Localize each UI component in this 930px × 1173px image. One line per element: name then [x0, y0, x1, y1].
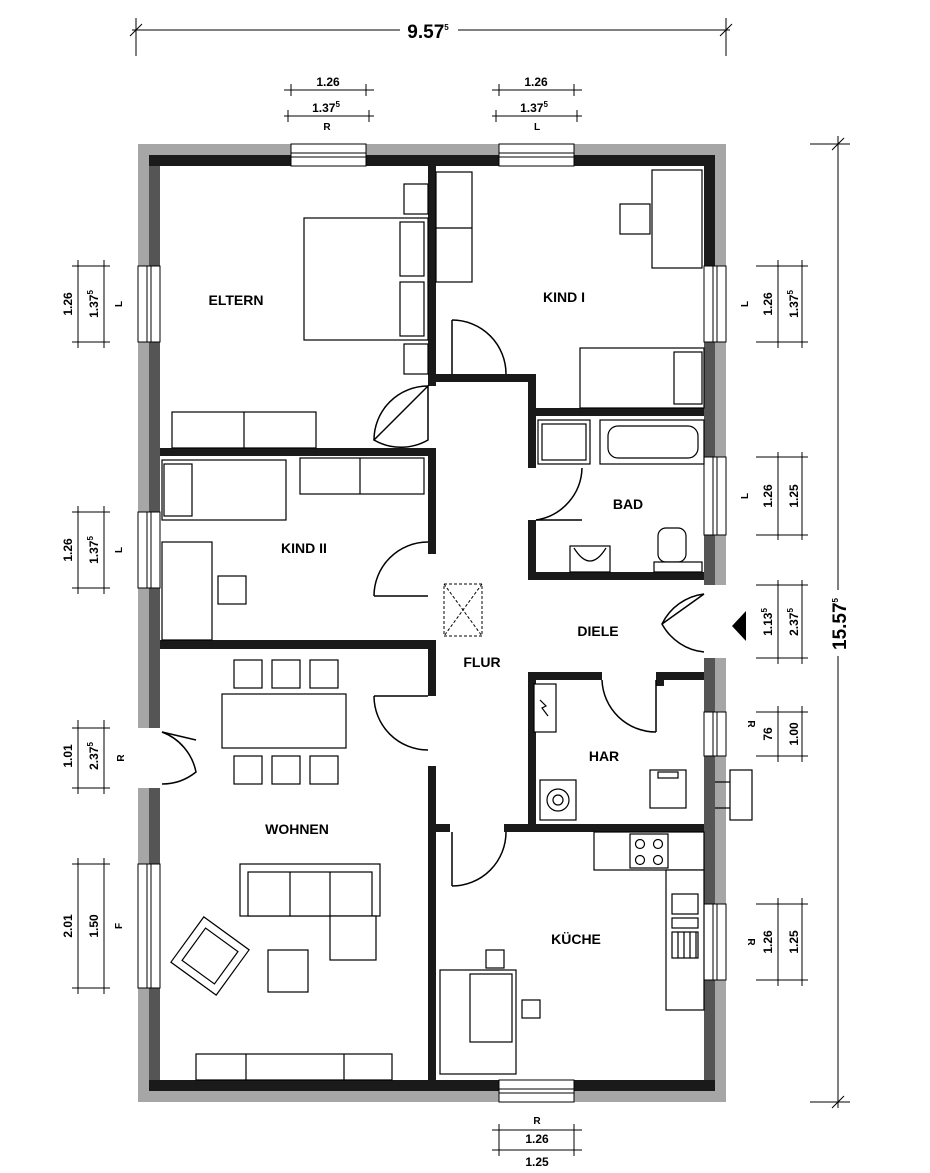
- room-label-kueche: KÜCHE: [551, 931, 601, 947]
- svg-text:R: R: [745, 938, 756, 946]
- svg-text:R: R: [116, 754, 127, 762]
- svg-text:1.50: 1.50: [87, 914, 101, 938]
- svg-text:1.375: 1.375: [86, 536, 101, 564]
- top-left-window-side: R: [323, 122, 331, 133]
- svg-text:L: L: [740, 493, 751, 499]
- top-right-window-side: L: [534, 122, 540, 133]
- svg-text:1.00: 1.00: [787, 722, 801, 746]
- svg-text:1.25: 1.25: [787, 930, 801, 954]
- windows: [137, 143, 727, 1103]
- svg-text:1.26: 1.26: [761, 930, 775, 954]
- furniture: [161, 169, 753, 1081]
- right-dimension-labels: L 1.26 1.375 L 1.26 1.25 1.135 2.375 R 7…: [740, 290, 801, 954]
- dining-table: [221, 693, 347, 749]
- svg-text:1.25: 1.25: [787, 484, 801, 508]
- svg-text:R: R: [745, 720, 756, 728]
- doors: [161, 319, 705, 887]
- room-labels: ELTERN KIND I KIND II BAD DIELE FLUR HAR…: [209, 289, 644, 947]
- toilet: [657, 527, 687, 563]
- room-label-wohnen: WOHNEN: [265, 821, 329, 837]
- room-label-kind1: KIND I: [543, 289, 585, 305]
- svg-text:2.375: 2.375: [786, 608, 801, 636]
- svg-text:1.26: 1.26: [61, 292, 75, 316]
- washbasin: [569, 545, 611, 573]
- top-left-window-width: 1.26: [316, 75, 340, 89]
- bottom-window-width: 1.26: [525, 1132, 549, 1146]
- svg-text:2.375: 2.375: [86, 742, 101, 770]
- bottom-window-opening: 1.25: [525, 1155, 549, 1169]
- top-right-window-opening: 1.375: [520, 100, 548, 115]
- svg-text:L: L: [740, 301, 751, 307]
- room-label-diele: DIELE: [577, 623, 618, 639]
- svg-text:1.375: 1.375: [786, 290, 801, 318]
- top-right-window-width: 1.26: [524, 75, 548, 89]
- room-label-kind2: KIND II: [281, 540, 327, 556]
- svg-text:1.26: 1.26: [761, 292, 775, 316]
- dimension-lines: [72, 18, 850, 1156]
- bottom-window-side: R: [533, 1116, 541, 1127]
- svg-text:1.135: 1.135: [760, 608, 775, 636]
- svg-text:F: F: [114, 923, 125, 929]
- svg-text:L: L: [114, 547, 125, 553]
- room-label-har: HAR: [589, 748, 619, 764]
- svg-text:L: L: [114, 301, 125, 307]
- svg-text:1.26: 1.26: [761, 484, 775, 508]
- entry-arrow-icon: [732, 611, 746, 641]
- svg-text:1.375: 1.375: [86, 290, 101, 318]
- room-label-eltern: ELTERN: [209, 292, 264, 308]
- interior-walls: [160, 166, 704, 1080]
- svg-text:76: 76: [761, 727, 775, 741]
- left-dimension-labels: 1.26 1.375 L 1.26 1.375 L 1.01 2.375 R 2…: [61, 290, 127, 938]
- overall-width-label: 9.575: [407, 22, 449, 43]
- svg-text:1.26: 1.26: [61, 538, 75, 562]
- outer-door-openings: [136, 585, 728, 788]
- svg-text:2.01: 2.01: [61, 914, 75, 938]
- room-label-bad: BAD: [613, 496, 643, 512]
- overall-length-label: 15.575: [830, 597, 851, 650]
- attic-hatch: [443, 583, 483, 637]
- room-label-flur: FLUR: [463, 654, 500, 670]
- svg-text:1.01: 1.01: [61, 744, 75, 768]
- top-left-window-opening: 1.375: [312, 100, 340, 115]
